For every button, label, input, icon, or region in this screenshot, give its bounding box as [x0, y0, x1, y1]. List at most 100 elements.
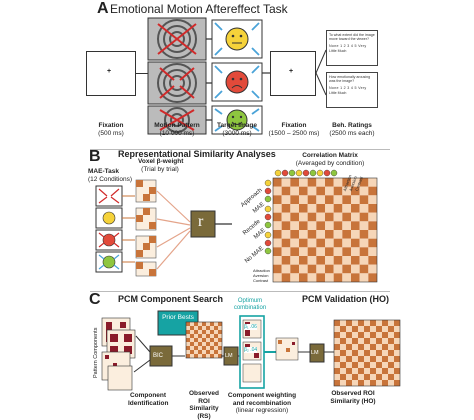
flow-arrow	[136, 73, 148, 74]
matrix-cell	[299, 230, 308, 239]
matrix-cell	[364, 368, 370, 374]
matrix-cell	[351, 212, 360, 222]
matrix-cell	[340, 350, 346, 356]
matrix-cell	[299, 256, 308, 265]
matrix-cell	[299, 186, 308, 196]
matrix-cell	[340, 362, 346, 368]
matrix-cell	[325, 273, 334, 282]
matrix-cell	[210, 334, 214, 338]
matrix-cell	[388, 368, 394, 374]
matrix-cell	[307, 264, 317, 274]
voxel-weight-label: Voxel β-weight (Trial by trial)	[138, 158, 183, 173]
rating-scale-1: None 1 2 3 4 5 Very	[329, 44, 367, 49]
matrix-cell	[299, 178, 308, 187]
matrix-cell	[368, 273, 377, 282]
matrix-cell	[342, 212, 351, 222]
matrix-cell	[334, 362, 340, 368]
matrix-cell	[351, 238, 360, 248]
matrix-cell	[325, 178, 334, 187]
stage-caption-target: Target Image (3000 ms)	[210, 122, 264, 137]
matrix-cell	[394, 338, 400, 344]
matrix-cell	[186, 338, 190, 342]
matrix-cell	[290, 273, 299, 282]
matrix-cell	[388, 326, 394, 332]
matrix-cell	[316, 264, 325, 274]
matrix-cell	[364, 356, 370, 362]
matrix-cell	[333, 178, 343, 187]
stage-caption-fixation: Fixation (500 ms)	[96, 122, 126, 137]
matrix-cell	[273, 221, 282, 230]
matrix-cell	[307, 186, 317, 196]
panel-c-title-left: PCM Component Search	[118, 294, 224, 304]
rating-question-1: To what extent did the image move toward…	[329, 33, 375, 42]
matrix-cell	[273, 212, 282, 222]
matrix-cell	[352, 332, 358, 338]
matrix-cell	[198, 342, 202, 346]
matrix-cell	[206, 354, 210, 358]
matrix-cell	[342, 230, 351, 239]
matrix-cell	[333, 204, 343, 213]
matrix-cell	[316, 256, 325, 265]
matrix-cell	[359, 230, 369, 239]
stage-caption-fixation-2: Fixation (1500 – 2500 ms)	[266, 122, 322, 137]
matrix-cell	[351, 230, 360, 239]
matrix-cell	[376, 344, 382, 350]
matrix-cell	[388, 362, 394, 368]
matrix-cell	[299, 273, 308, 282]
matrix-cell	[273, 273, 282, 282]
matrix-cell	[290, 264, 299, 274]
matrix-cell	[340, 380, 346, 386]
matrix-cell	[346, 374, 352, 380]
matrix-cell	[206, 350, 210, 354]
matrix-cell	[382, 332, 388, 338]
matrix-cell	[368, 230, 377, 239]
matrix-cell	[316, 273, 325, 282]
header-emoji-row	[274, 169, 338, 177]
matrix-cell	[388, 380, 394, 386]
matrix-cell	[194, 354, 198, 358]
matrix-cell	[346, 380, 352, 386]
matrix-cell	[351, 273, 360, 282]
matrix-cell	[333, 273, 343, 282]
matrix-cell	[273, 264, 282, 274]
matrix-cell	[299, 247, 308, 256]
mae-task-text: MAE-Task	[88, 168, 119, 175]
stage-time: (1500 – 2500 ms)	[268, 129, 320, 137]
matrix-cell	[351, 178, 360, 187]
matrix-cell	[186, 326, 190, 330]
matrix-cell	[394, 350, 400, 356]
matrix-cell	[376, 380, 382, 386]
matrix-cell	[368, 264, 377, 274]
conditions-text: (12 Conditions)	[88, 175, 133, 183]
observed-rs-text: Observed ROI Similarity (RS)	[189, 390, 219, 420]
matrix-cell	[316, 186, 325, 196]
matrix-cell	[334, 380, 340, 386]
matrix-cell	[342, 238, 351, 248]
rating-ends-2: Little Much	[329, 90, 347, 95]
matrix-cell	[358, 362, 364, 368]
matrix-cell	[388, 338, 394, 344]
beta-vectors	[135, 179, 157, 277]
rating-question-2: How emotionally arousing was the image?	[329, 75, 371, 84]
matrix-cell	[307, 221, 317, 230]
matrix-cell	[351, 256, 360, 265]
matrix-cell	[368, 238, 377, 248]
matrix-cell	[359, 212, 369, 222]
matrix-cell	[214, 354, 218, 358]
stage-caption-motion: Motion Pattern (10 000 ms)	[147, 122, 207, 137]
matrix-cell	[307, 212, 317, 222]
matrix-cell	[198, 350, 202, 354]
matrix-cell	[359, 264, 369, 274]
matrix-cell	[334, 374, 340, 380]
matrix-cell	[194, 334, 198, 338]
matrix-cell	[334, 326, 340, 332]
matrix-cell	[333, 212, 343, 222]
matrix-cell	[342, 195, 351, 204]
matrix-cell	[346, 368, 352, 374]
matrix-cell	[194, 350, 198, 354]
row-small-label-2: Aversion	[253, 273, 269, 278]
matrix-cell	[281, 178, 291, 187]
matrix-cell	[340, 332, 346, 338]
matrix-cell	[198, 334, 202, 338]
motion-pattern-3	[147, 105, 207, 135]
